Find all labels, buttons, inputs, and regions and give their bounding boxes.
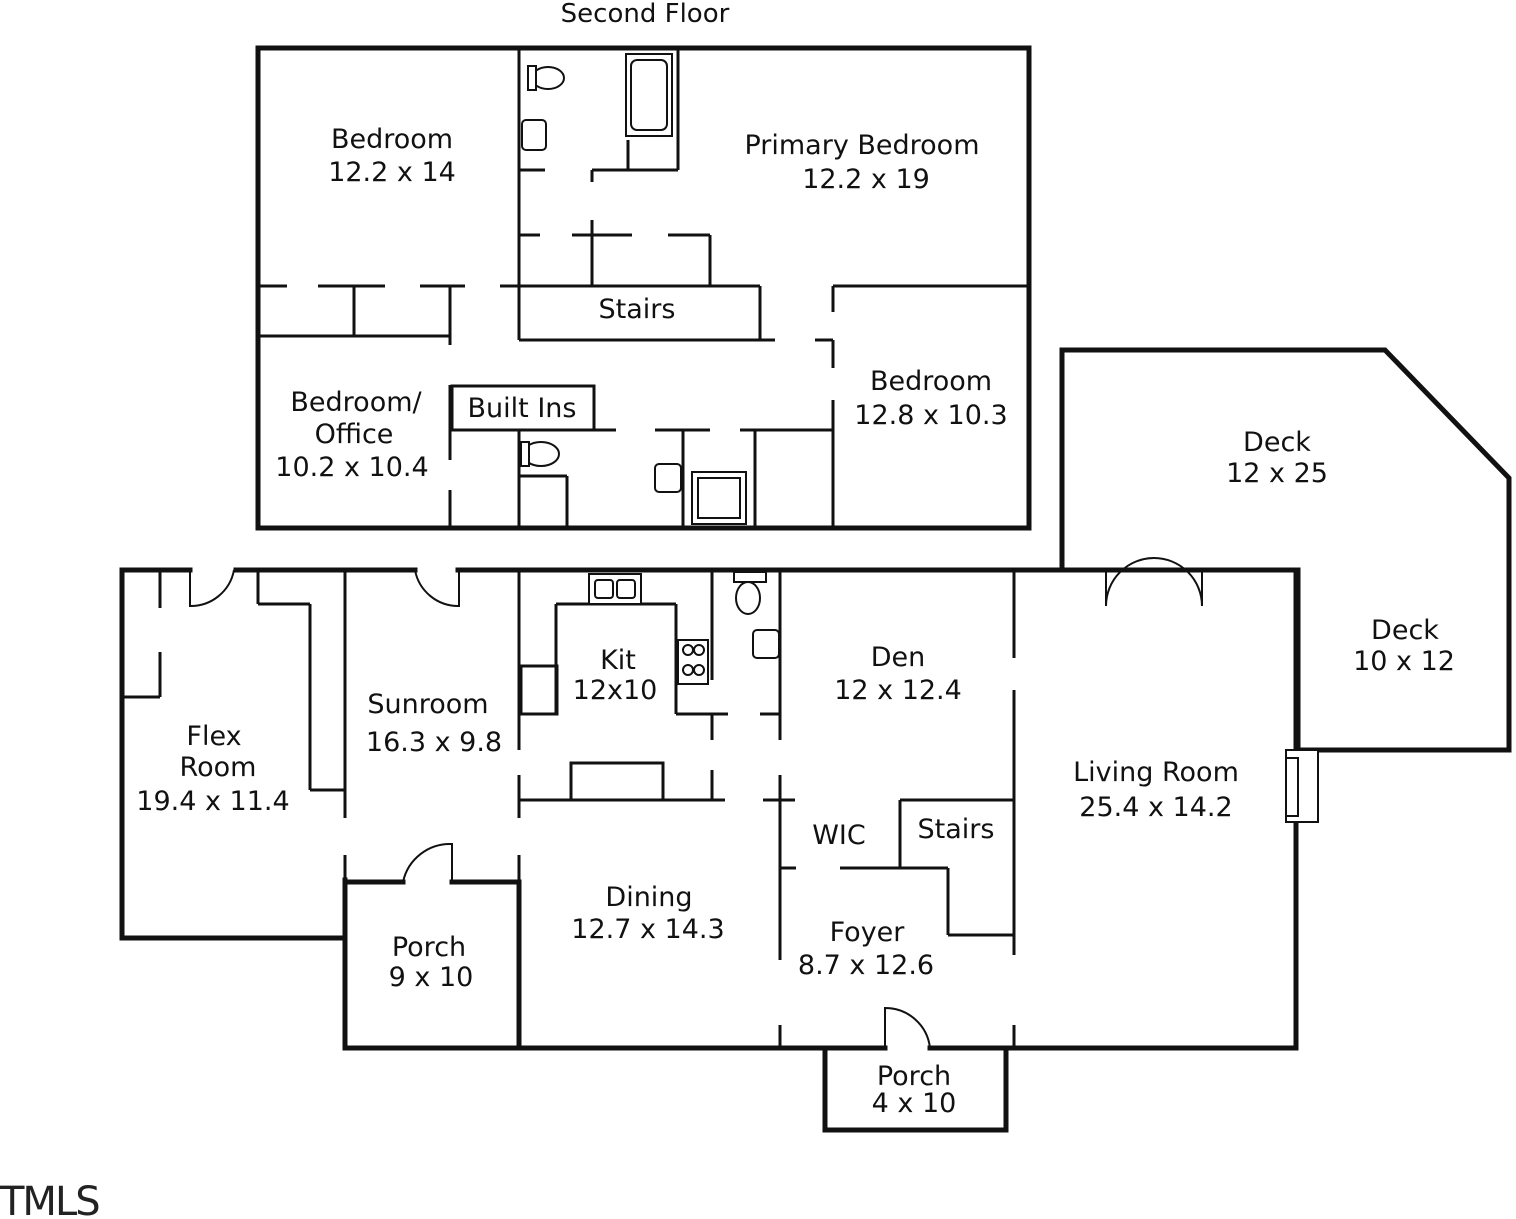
dining-size: 12.7 x 14.3 [571, 914, 724, 945]
deck-label: Deck [1243, 427, 1311, 458]
bedroom-office-size: 10.2 x 10.4 [275, 452, 428, 483]
shower-inner-icon [697, 477, 741, 519]
bedroom-label: Bedroom [331, 124, 453, 155]
second-floor [255, 45, 1032, 531]
sink-icon [654, 463, 682, 493]
kitchen-size: 12x10 [573, 675, 658, 706]
sink-icon [752, 629, 780, 659]
porch-size: 9 x 10 [389, 962, 474, 993]
door-swing-icon [402, 842, 453, 883]
mls-watermark: TMLS [0, 1179, 99, 1219]
front-porch-outline [822, 1045, 1009, 1133]
stairs-label: Stairs [918, 814, 995, 845]
living-room-label: Living Room [1073, 757, 1239, 788]
bathtub-inner-icon [630, 59, 668, 131]
french-door-icon [1153, 557, 1203, 607]
main-floor [119, 557, 1319, 1133]
den-label: Den [871, 642, 926, 673]
kitchen-label: Kit [600, 645, 636, 676]
french-door-icon [1105, 557, 1155, 607]
burner-icon [693, 664, 705, 676]
toilet-tank-icon [520, 441, 530, 467]
fireplace-hearth-icon [1285, 757, 1299, 817]
deck-outline [1059, 347, 1512, 753]
porch-label: Porch [392, 932, 466, 963]
door-swing-icon [189, 569, 235, 608]
room-labels: Bedroom 12.2 x 14 Primary Bedroom 12.2 x… [136, 124, 1455, 1119]
foyer-label: Foyer [830, 917, 906, 948]
porch-label: Porch [877, 1061, 951, 1092]
sunroom-label: Sunroom [367, 689, 488, 720]
deck-size: 12 x 25 [1226, 458, 1328, 489]
flex-room-label-2: Room [180, 752, 257, 783]
plan-title: Second Floor [561, 0, 730, 29]
dining-label: Dining [605, 882, 692, 913]
bedroom-size: 12.8 x 10.3 [854, 400, 1007, 431]
primary-bedroom-label: Primary Bedroom [744, 130, 979, 161]
flex-room-label: Flex [186, 721, 241, 752]
burner-icon [693, 644, 705, 656]
toilet-tank-icon [527, 65, 537, 91]
built-ins-box [450, 384, 596, 432]
sunroom-size: 16.3 x 9.8 [366, 727, 502, 758]
sink-basin-icon [594, 579, 614, 599]
living-room-size: 25.4 x 14.2 [1079, 792, 1232, 823]
deck-size: 10 x 12 [1353, 646, 1455, 677]
bedroom-office-label-2: Office [315, 419, 394, 450]
built-ins-label: Built Ins [468, 393, 577, 424]
den-size: 12 x 12.4 [834, 675, 962, 706]
bedroom-size: 12.2 x 14 [328, 157, 456, 188]
bedroom-label: Bedroom [870, 366, 992, 397]
second-floor-outline [255, 45, 1032, 531]
stairs-label: Stairs [599, 294, 676, 325]
burner-icon [682, 664, 694, 676]
foyer-size: 8.7 x 12.6 [798, 950, 934, 981]
sink-basin-icon [616, 579, 636, 599]
flex-room-size: 19.4 x 11.4 [136, 786, 289, 817]
toilet-icon [735, 581, 761, 615]
primary-bedroom-size: 12.2 x 19 [802, 164, 930, 195]
wic-label: WIC [812, 820, 866, 851]
door-swing-icon [414, 569, 460, 608]
sink-icon [521, 119, 547, 151]
burner-icon [682, 644, 694, 656]
bedroom-office-label: Bedroom/ [290, 387, 422, 418]
door-swing-icon [884, 1006, 931, 1049]
deck-label: Deck [1371, 615, 1439, 646]
porch-size: 4 x 10 [872, 1088, 957, 1119]
toilet-tank-icon [733, 571, 767, 583]
